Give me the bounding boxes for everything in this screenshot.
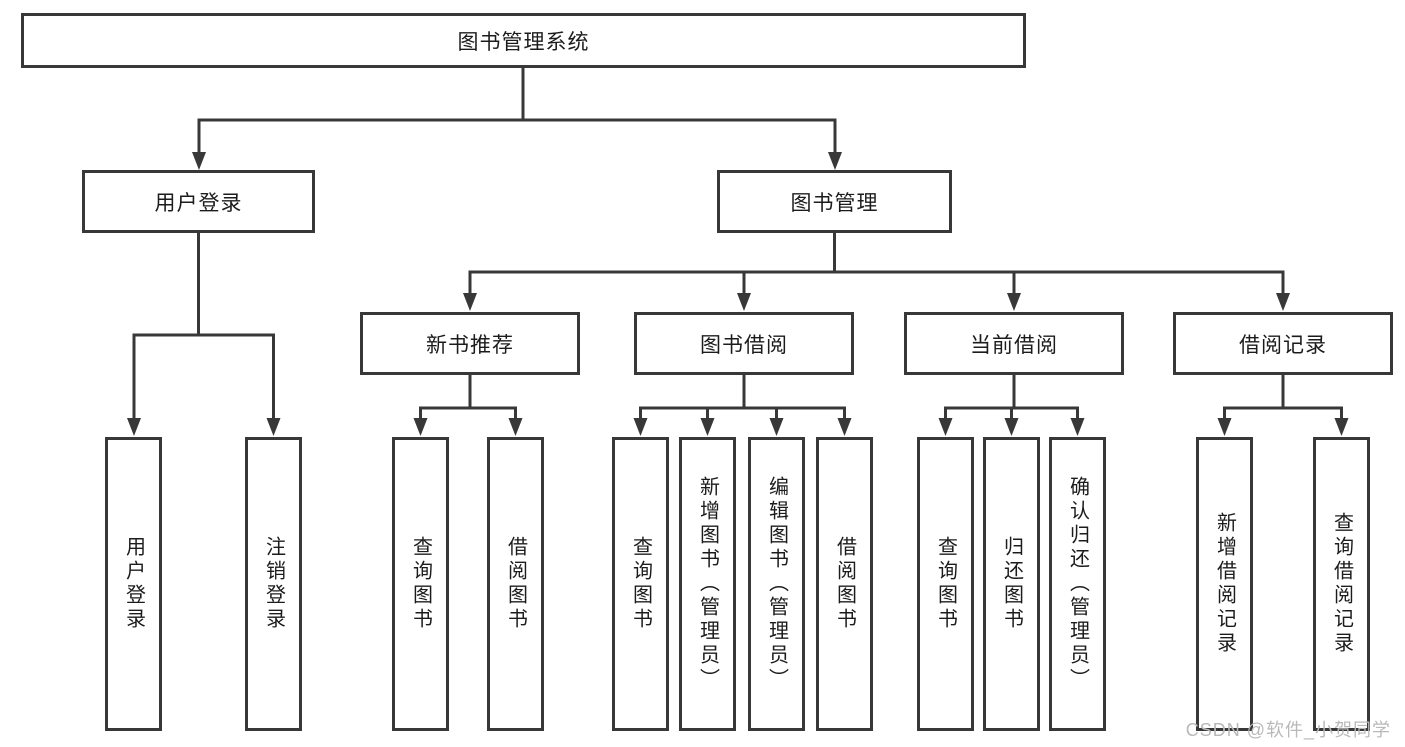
- leaf-recommend-borrow-books: 借阅图书: [487, 437, 544, 731]
- node-new-book-recommend: 新书推荐: [360, 312, 580, 375]
- leaf-borrow-books: 借阅图书: [816, 437, 873, 731]
- csdn-watermark: CSDN @软件_小贺同学: [1185, 720, 1391, 740]
- leaf-edit-books-admin: 编辑图书（管理员）: [748, 437, 805, 731]
- node-book-management-branch: 图书管理: [717, 170, 952, 233]
- leaf-return-books: 归还图书: [983, 437, 1040, 731]
- node-user-login-branch: 用户登录: [82, 170, 315, 233]
- leaf-confirm-return-admin: 确认归还（管理员）: [1049, 437, 1106, 731]
- node-root-system: 图书管理系统: [21, 13, 1026, 68]
- connector-book-borrow-to-leaves: [633, 375, 852, 436]
- connector-root-to-level2: [192, 68, 842, 170]
- leaf-logout: 注销登录: [245, 437, 302, 731]
- leaf-query-borrow-record: 查询借阅记录: [1313, 437, 1370, 731]
- connector-borrow-records-to-leaves: [1217, 375, 1349, 436]
- connector-new-book-recommend-to-leaves: [413, 375, 523, 436]
- leaf-add-borrow-record: 新增借阅记录: [1196, 437, 1253, 731]
- connector-user-login-to-leaves: [127, 233, 281, 436]
- node-book-borrow: 图书借阅: [634, 312, 854, 375]
- node-borrow-records: 借阅记录: [1173, 312, 1393, 375]
- node-current-borrow: 当前借阅: [904, 312, 1124, 375]
- leaf-current-query-books: 查询图书: [917, 437, 974, 731]
- connector-book-management-to-level3: [463, 233, 1290, 311]
- leaf-borrow-query-books: 查询图书: [612, 437, 669, 731]
- leaf-recommend-query-books: 查询图书: [392, 437, 449, 731]
- leaf-add-books-admin: 新增图书（管理员）: [679, 437, 736, 731]
- connector-current-borrow-to-leaves: [938, 375, 1085, 436]
- leaf-user-login: 用户登录: [105, 437, 162, 731]
